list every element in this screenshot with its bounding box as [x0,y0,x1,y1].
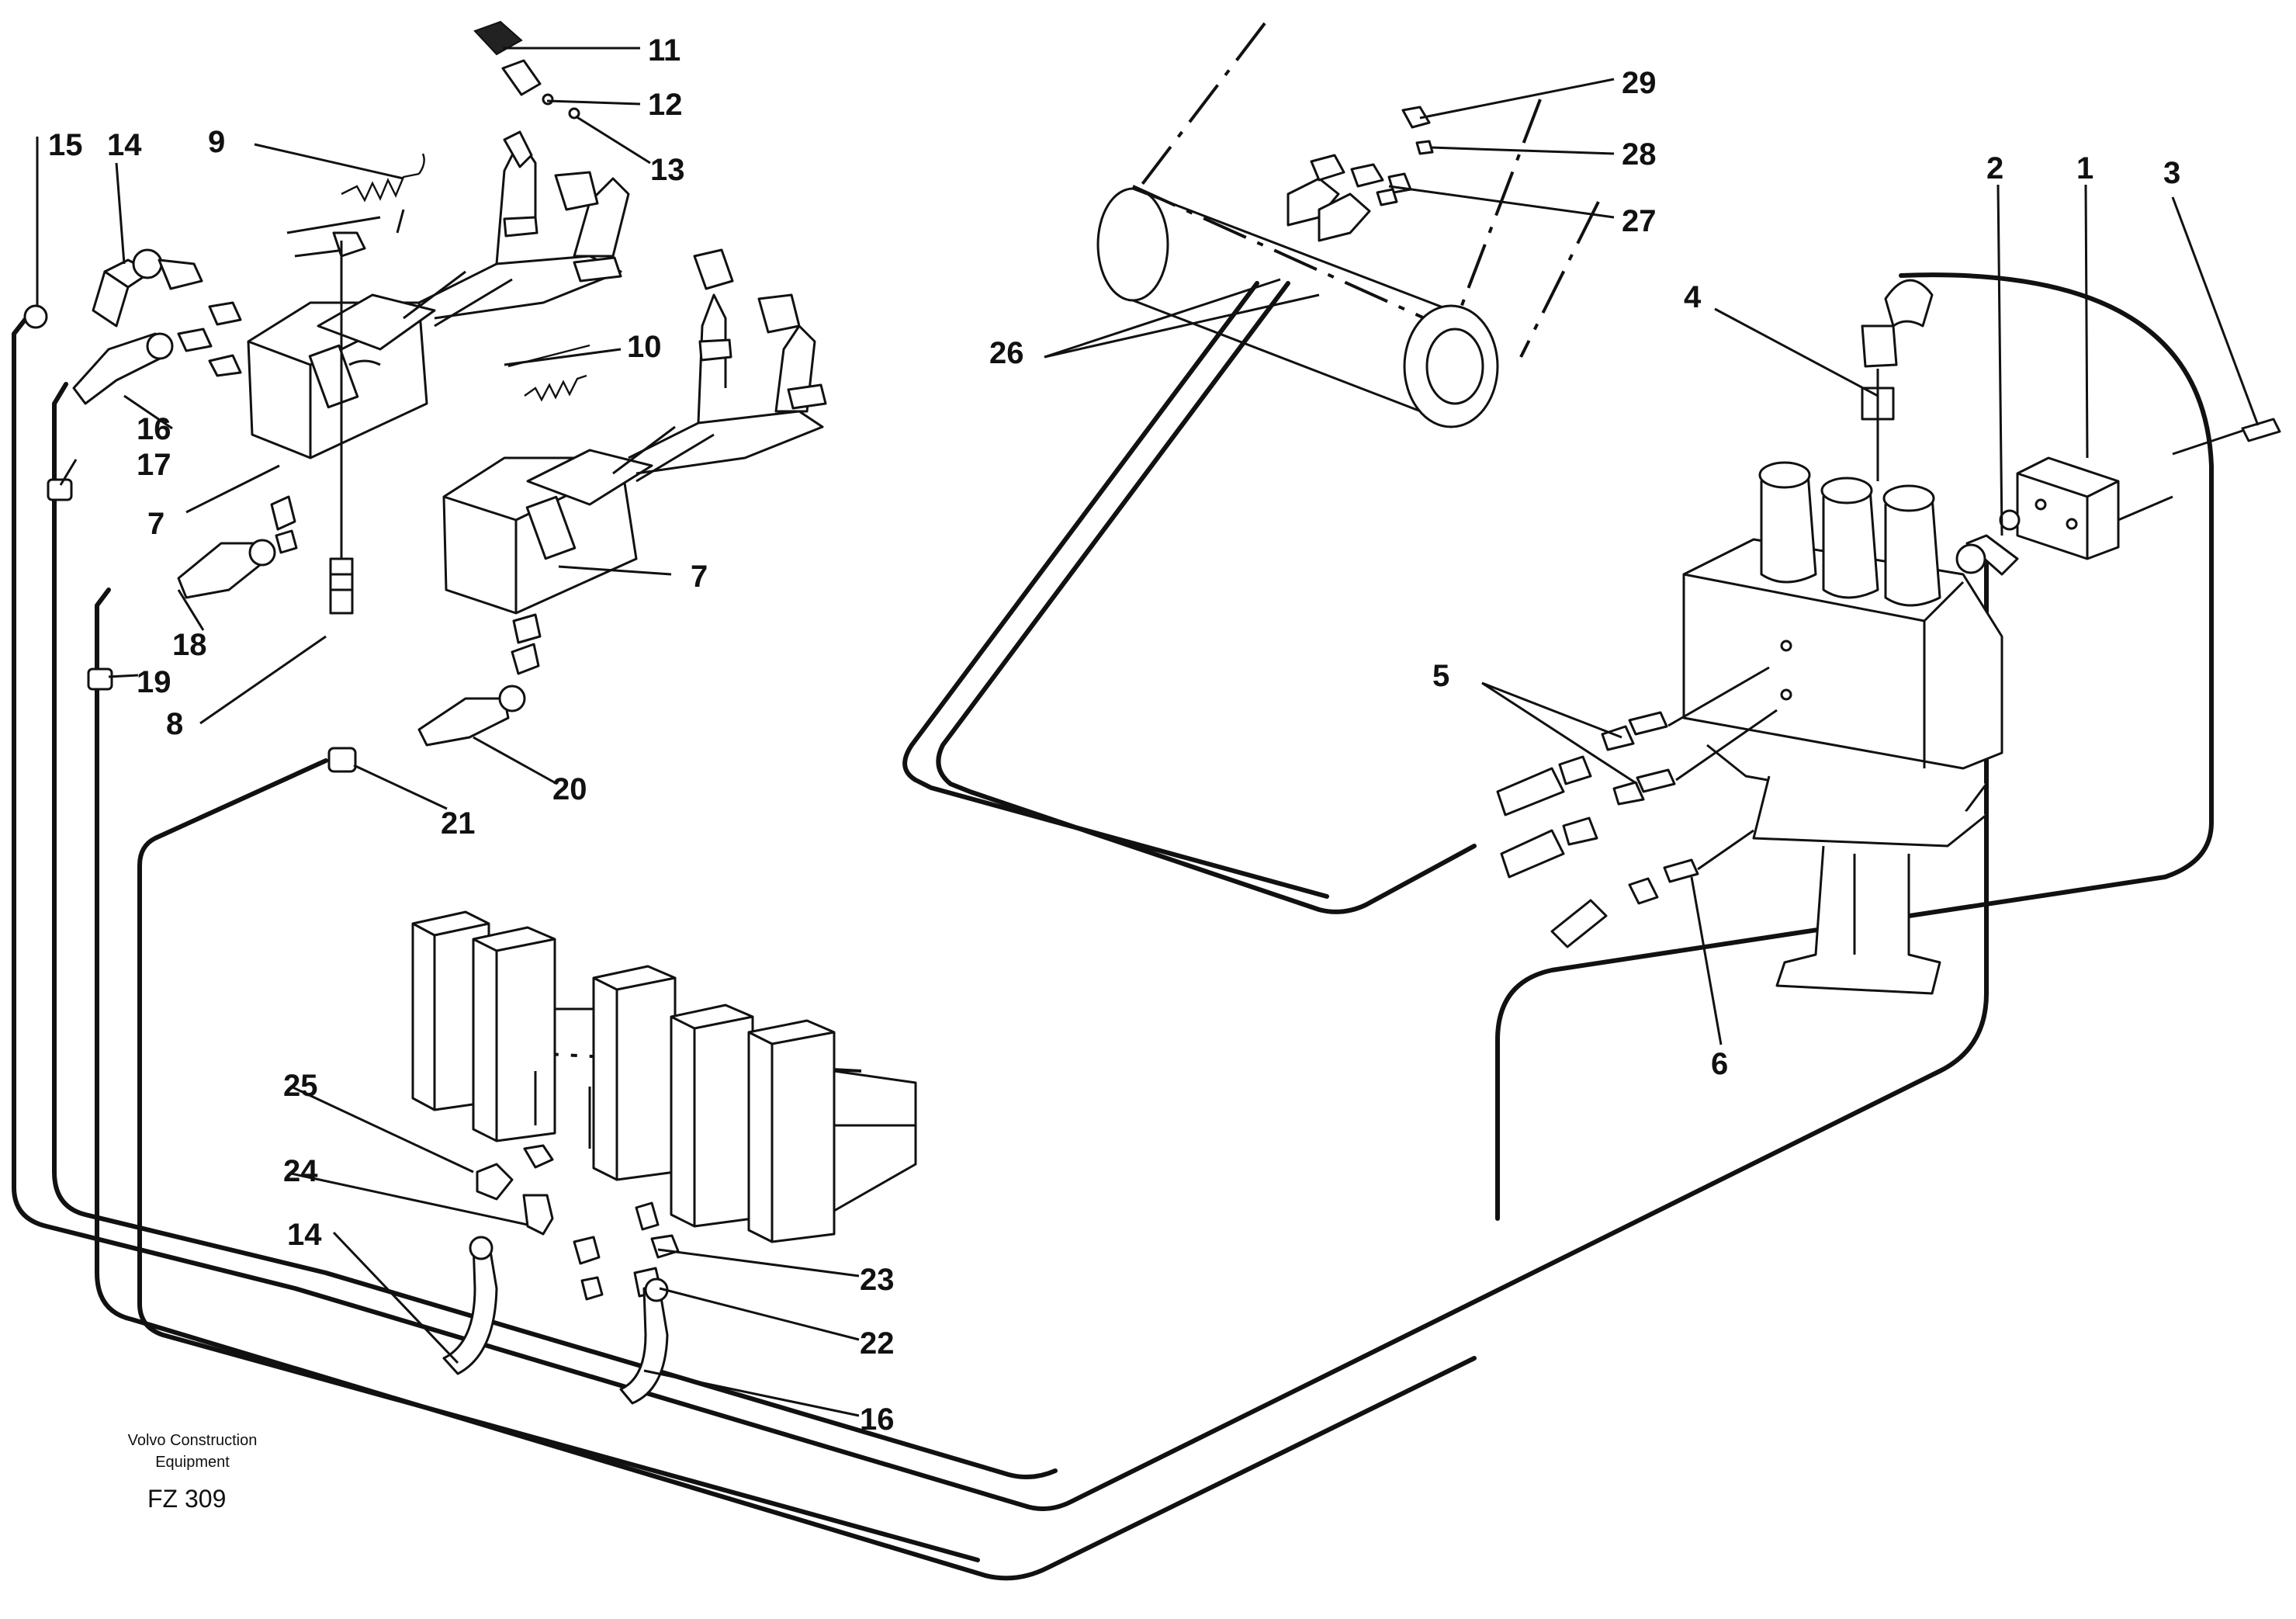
callout-20: 20 [552,772,587,806]
callout-1: 1 [2076,151,2093,185]
left-fittings [23,248,542,773]
callout-28: 28 [1622,137,1657,172]
callout-15: 15 [48,128,83,162]
callout-24: 24 [283,1154,318,1188]
right-fittings [1496,666,1778,948]
swivel-cylinder [1096,106,1499,428]
callout-6: 6 [1711,1047,1728,1081]
callout-7-upper: 7 [147,507,164,541]
callout-12: 12 [648,88,683,122]
callout-23: 23 [860,1263,895,1297]
callout-10: 10 [627,330,662,364]
callout-5: 5 [1432,659,1449,693]
callout-4: 4 [1684,280,1702,314]
figure-code: FZ 309 [147,1485,226,1513]
callout-27: 27 [1622,204,1657,238]
figure-footer: Volvo Construction Equipment FZ 309 [128,1432,258,1513]
callout-16-upper: 16 [137,412,171,446]
callout-17: 17 [137,448,171,482]
control-valve-bank [411,910,917,1405]
callout-14-lower: 14 [287,1218,322,1252]
pedal-pads-and-springs [286,20,590,615]
callout-2: 2 [1986,151,2003,185]
callout-16-lower: 16 [860,1402,895,1437]
callout-21: 21 [441,806,476,841]
callout-7-lower: 7 [691,560,708,594]
callout-19: 19 [137,665,171,699]
callout-9: 9 [208,125,225,159]
pedal-valve-lower [442,248,827,615]
callout-13: 13 [650,153,685,187]
solenoid-valve-block [1682,279,2281,995]
callout-labels: 11 12 13 9 10 15 14 16 17 7 18 19 8 7 20… [48,33,2180,1437]
callout-3: 3 [2163,156,2180,190]
callout-14-upper: 14 [107,128,142,162]
company-name-line2: Equipment [155,1454,230,1471]
callout-18: 18 [172,628,207,662]
callout-25: 25 [283,1069,318,1103]
callout-26: 26 [989,336,1024,370]
company-name-line1: Volvo Construction [128,1432,258,1449]
callout-22: 22 [860,1326,895,1361]
hose-routing [12,272,2214,1581]
pedal-valve-upper [247,130,630,459]
callout-8: 8 [166,707,183,741]
callout-29: 29 [1622,66,1657,100]
leader-lines [36,47,2260,1417]
callout-11: 11 [648,33,680,68]
